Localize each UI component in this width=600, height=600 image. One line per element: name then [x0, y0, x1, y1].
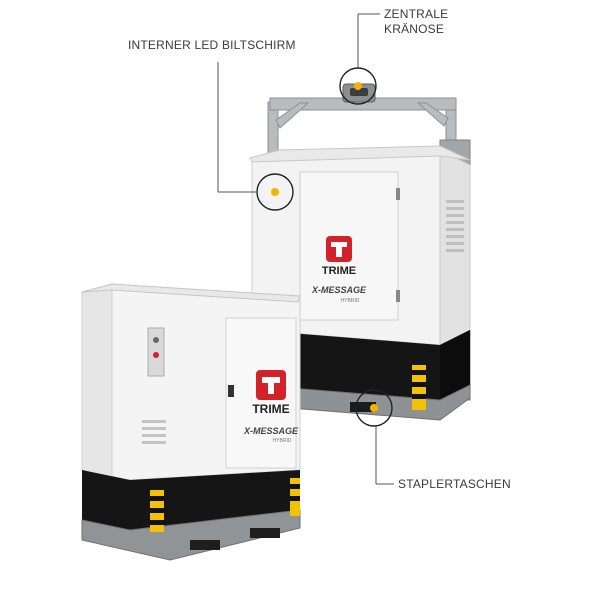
led-screen-label: INTERNER LED BILTSCHIRM: [128, 38, 296, 52]
crane-eye-label-line2: KRÄNOSE: [384, 22, 445, 36]
back-logo: [326, 236, 352, 262]
callout-crane: [339, 13, 380, 105]
back-brand: TRIME: [322, 265, 356, 277]
crane-eye-label-line1: ZENTRALE: [384, 7, 449, 21]
front-model: X-MESSAGE: [243, 426, 299, 436]
hazard-stripes: [412, 365, 426, 410]
callout-forklift: [355, 389, 394, 485]
front-generator: TRIME X-MESSAGE HYBRID: [81, 283, 301, 561]
front-logo: [256, 370, 286, 400]
back-sub: HYBRID: [341, 298, 360, 304]
front-hazard-stripes: [150, 478, 300, 532]
callout-led: [217, 62, 294, 211]
forklift-pockets-label: STAPLERTASCHEN: [398, 477, 511, 491]
front-sub: HYBRID: [273, 438, 292, 444]
front-brand: TRIME: [252, 402, 289, 416]
back-generator: TRIME X-MESSAGE HYBRID: [249, 83, 471, 421]
back-model: X-MESSAGE: [311, 285, 367, 295]
